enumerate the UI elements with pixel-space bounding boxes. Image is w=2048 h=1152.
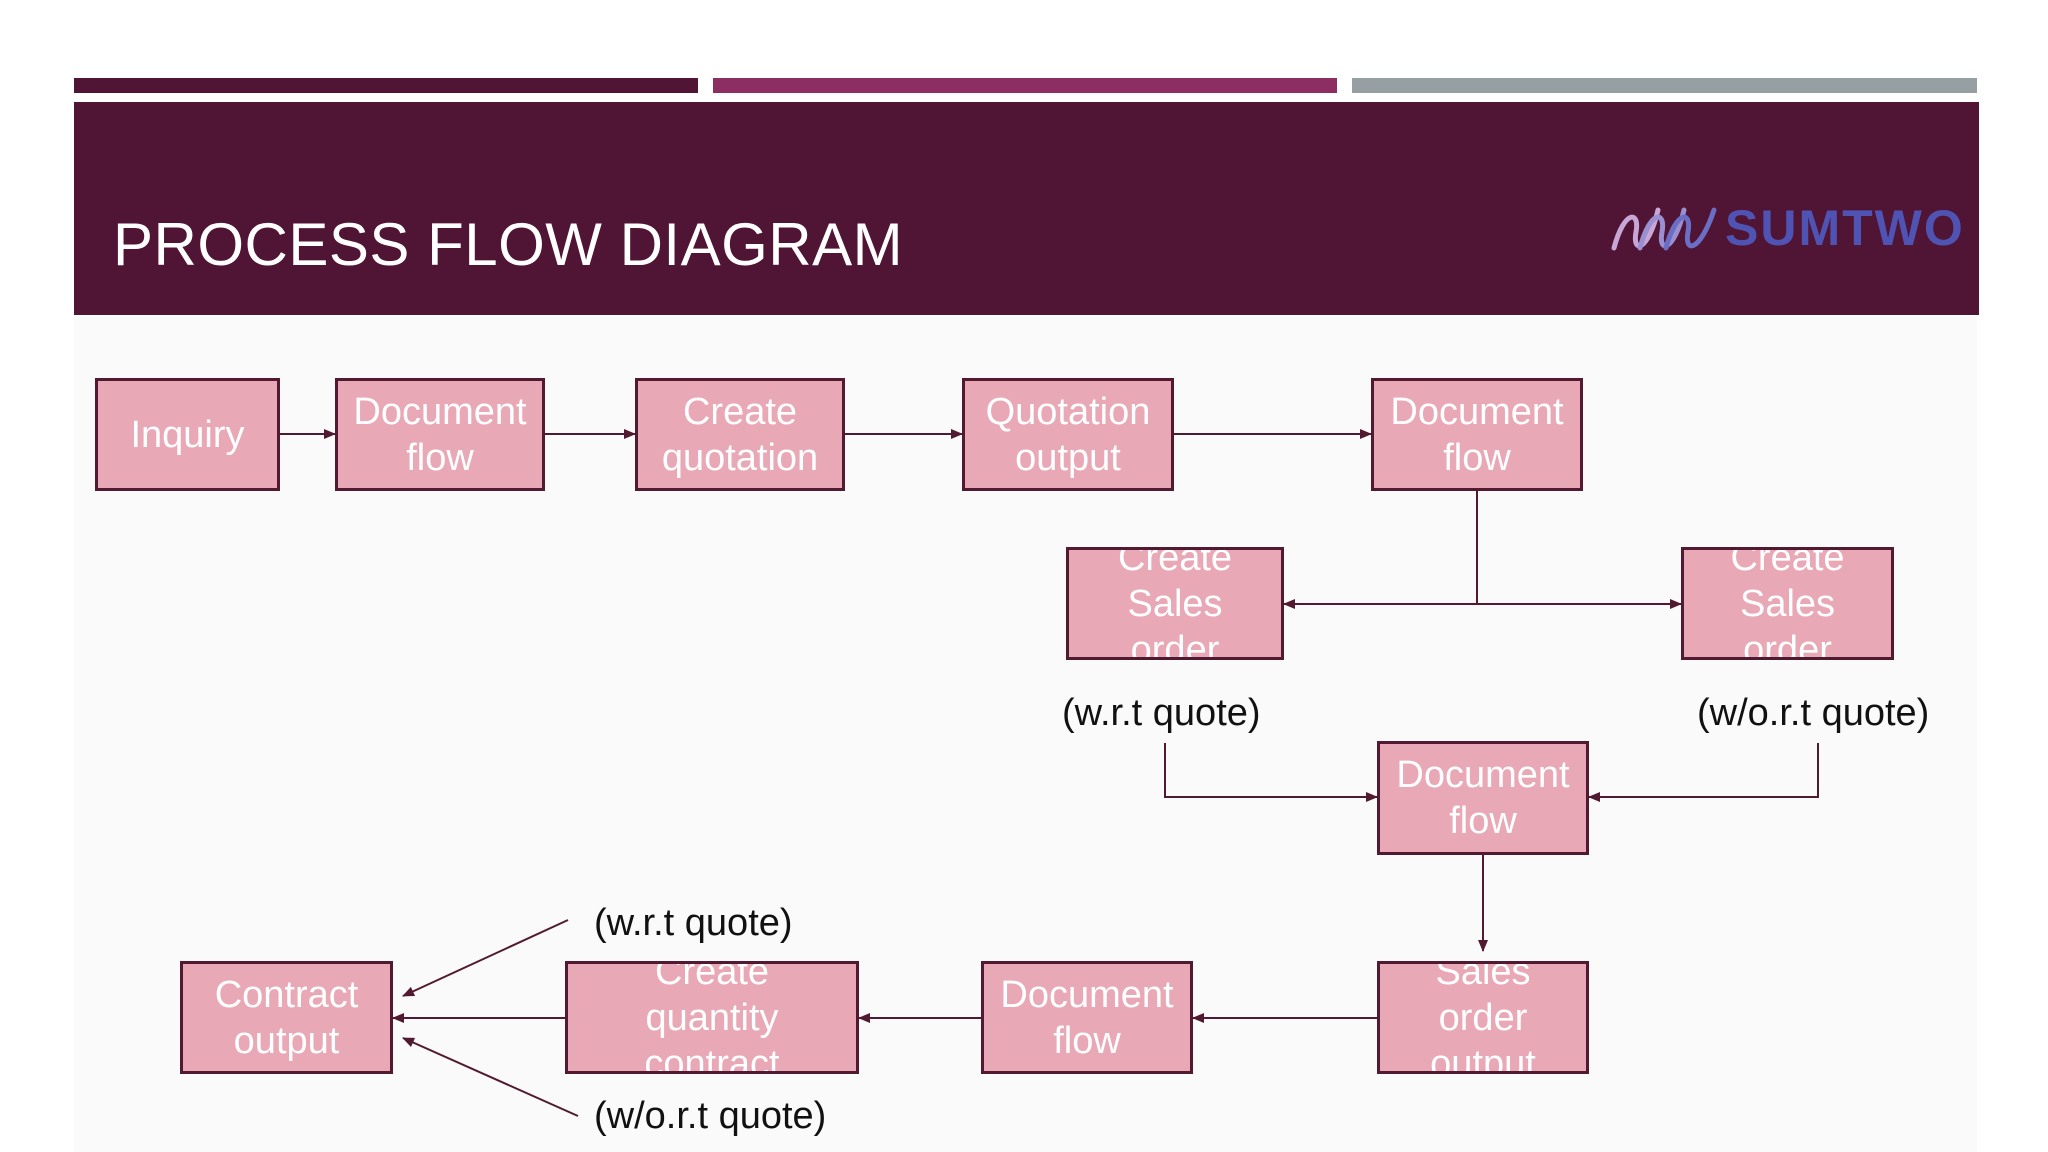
quotation-output-label: Quotation output (985, 390, 1151, 479)
create-quotation-box: Create quotation (635, 378, 845, 491)
arrow-wo-to-contract-output (402, 1037, 579, 1117)
note-sales-order-wo: (w/o.r.t quote) (1697, 692, 1930, 734)
create-quantity-contract-box: Create quantity contract (565, 961, 859, 1074)
note-contract-wo: (w/o.r.t quote) (594, 1095, 827, 1137)
wave-logo-icon (1611, 207, 1717, 251)
create-quotation-label: Create quotation (661, 390, 819, 479)
create-sales-order-wo-label: Create Sales order (1730, 547, 1845, 660)
accent-stripe-grey (1352, 78, 1977, 93)
arrow-wo-to-document-flow (1588, 743, 1819, 802)
note-sales-order-wrt: (w.r.t quote) (1062, 692, 1261, 734)
logo-wordmark: SUMTWO (1725, 200, 1965, 256)
sumtwo-logo: SUMTWO (1610, 198, 1970, 258)
quotation-output-box: Quotation output (962, 378, 1174, 491)
document-flow-label-3: Document flow (1396, 754, 1570, 842)
create-quantity-contract-label: Create quantity contract (644, 961, 780, 1074)
document-flow-box-1: Document flow (335, 378, 545, 491)
arrow-wrt-to-document-flow (1164, 743, 1378, 802)
contract-output-label: Contract output (214, 973, 359, 1062)
arrow-wrt-to-contract-output (402, 919, 569, 997)
document-flow-label-4: Document flow (1000, 973, 1174, 1062)
title-banner (74, 102, 1979, 315)
document-flow-box-4: Document flow (981, 961, 1193, 1074)
create-sales-order-wo-box: Create Sales order (1681, 547, 1894, 660)
slide-title: PROCESS FLOW DIAGRAM (113, 211, 904, 278)
document-flow-box-2: Document flow (1371, 378, 1583, 491)
accent-stripe-dark (74, 78, 698, 93)
contract-output-box: Contract output (180, 961, 393, 1074)
inquiry-box: Inquiry (95, 378, 280, 491)
note-contract-wrt: (w.r.t quote) (594, 902, 793, 944)
create-sales-order-wrt-box: Create Sales order (1066, 547, 1284, 660)
sales-order-output-box: Sales order output (1377, 961, 1589, 1074)
document-flow-box-3: Document flow (1377, 741, 1589, 855)
accent-stripe-magenta (713, 78, 1337, 93)
create-sales-order-wrt-label: Create Sales order (1117, 547, 1233, 660)
document-flow-label-1: Document flow (353, 390, 527, 479)
sales-order-output-label: Sales order output (1430, 961, 1536, 1074)
document-flow-label-2: Document flow (1390, 390, 1564, 479)
inquiry-label: Inquiry (130, 413, 245, 456)
